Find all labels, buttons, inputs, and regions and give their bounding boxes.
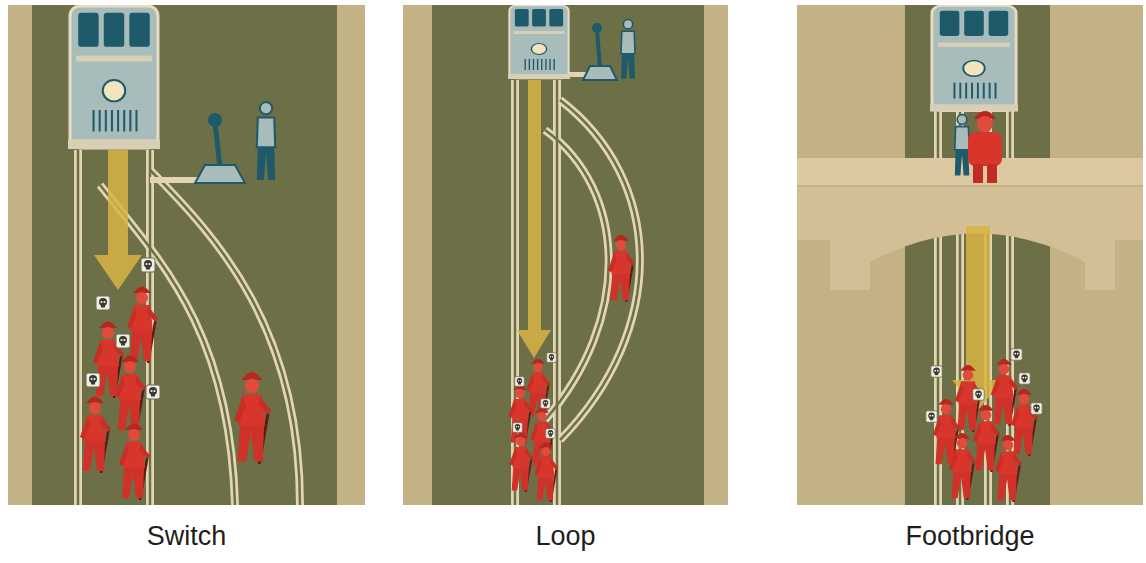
- track: [515, 80, 640, 505]
- scenario-panel: Switch: [8, 5, 365, 505]
- ground: [403, 5, 728, 505]
- panel-caption: Switch: [0, 520, 395, 552]
- loop-scene: [403, 5, 728, 505]
- direction-arrow: [94, 150, 142, 290]
- lever: [195, 113, 245, 183]
- trolley: [508, 6, 570, 80]
- ground: [8, 5, 365, 505]
- grass-band: [432, 5, 704, 505]
- worker-group: [508, 353, 558, 502]
- panel-caption: Footbridge: [767, 520, 1146, 552]
- large-man: [968, 111, 1002, 183]
- lone-worker: [608, 235, 635, 302]
- lone-worker: [234, 372, 271, 464]
- switch-scene: [8, 5, 365, 505]
- bystander: [621, 20, 635, 79]
- worker-group: [926, 349, 1042, 502]
- ground: [797, 5, 1143, 505]
- grass-band: [905, 5, 1050, 505]
- bystander: [257, 102, 275, 180]
- lever: [583, 23, 617, 80]
- worker-group: [80, 258, 160, 500]
- panel-caption: Loop: [373, 520, 758, 552]
- grass-band: [32, 5, 337, 505]
- direction-arrow: [517, 80, 551, 358]
- trolley: [68, 6, 160, 149]
- footbridge-scene: [797, 5, 1143, 505]
- track: [78, 150, 300, 505]
- bystander: [955, 115, 969, 176]
- scenario-panel: Footbridge: [797, 5, 1143, 505]
- trolley: [930, 6, 1018, 112]
- scenario-panel: Loop: [403, 5, 728, 505]
